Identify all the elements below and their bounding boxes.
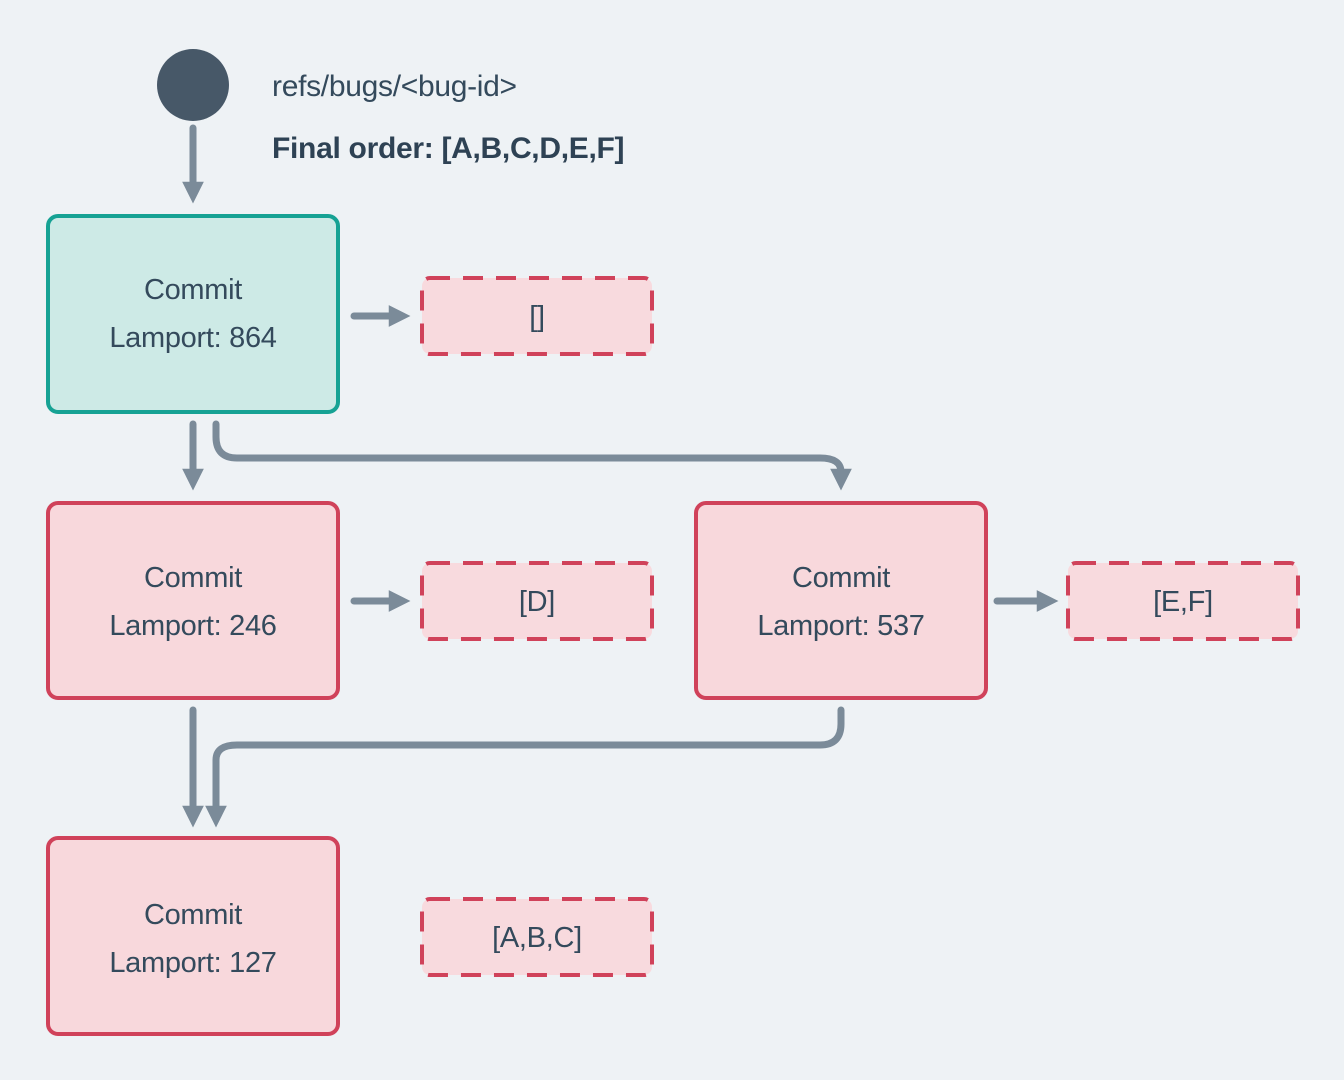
- commit-864-title: Commit: [144, 274, 242, 306]
- ops-864-box: [420, 276, 654, 356]
- commit-127-box: [46, 836, 340, 1036]
- commit-537-lamport: Lamport: 537: [757, 610, 924, 642]
- commit-246-box: [46, 501, 340, 700]
- final-order-label: Final order: [A,B,C,D,E,F]: [272, 132, 624, 165]
- ops-537-box: [1066, 561, 1300, 641]
- commit-node-537: Commit Lamport: 537: [694, 501, 988, 700]
- ops-node-537: [E,F]: [1066, 561, 1300, 641]
- ref-head-node: [157, 49, 229, 121]
- ops-127-label: [A,B,C]: [492, 922, 582, 954]
- commit-node-864: Commit Lamport: 864: [46, 214, 340, 414]
- ops-127-box: [420, 897, 654, 977]
- ops-864-label: []: [529, 301, 545, 333]
- ops-node-127: [A,B,C]: [420, 897, 654, 977]
- commit-246-title: Commit: [144, 562, 242, 594]
- ops-246-label: [D]: [519, 586, 555, 618]
- commit-537-title: Commit: [792, 562, 890, 594]
- edge-commit-864-to-537: [212, 420, 852, 491]
- commit-864-box: [46, 214, 340, 414]
- edge-commit-537-to-127: [205, 706, 845, 828]
- ops-node-246: [D]: [420, 561, 654, 641]
- commit-127-title: Commit: [144, 899, 242, 931]
- commit-127-lamport: Lamport: 127: [109, 947, 276, 979]
- ref-label: refs/bugs/<bug-id>: [272, 70, 517, 103]
- ops-537-label: [E,F]: [1153, 586, 1213, 618]
- commit-537-box: [694, 501, 988, 700]
- ops-246-box: [420, 561, 654, 641]
- ops-node-864: []: [420, 276, 654, 356]
- commit-node-246: Commit Lamport: 246: [46, 501, 340, 700]
- commit-node-127: Commit Lamport: 127: [46, 836, 340, 1036]
- commit-864-lamport: Lamport: 864: [109, 322, 276, 354]
- commit-246-lamport: Lamport: 246: [109, 610, 276, 642]
